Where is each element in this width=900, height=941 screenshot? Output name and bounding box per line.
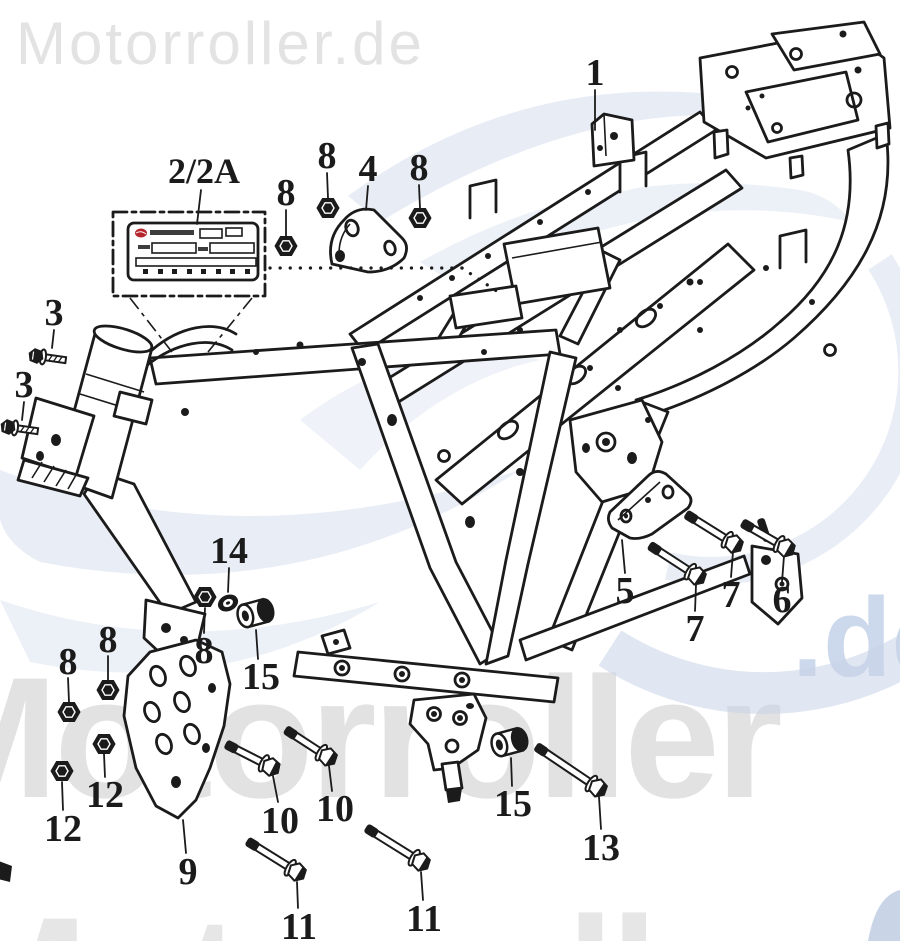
callout-10: 10 [224,740,299,842]
callout-7: 7 [684,510,744,616]
part-number-label: 8 [410,147,429,189]
rubber-bushing [490,726,529,758]
callout-3: 3 [28,292,68,366]
callout-11: 11 [245,837,317,941]
part-number-label: 8 [277,172,296,214]
plate-logo [135,228,147,238]
callout-9: 9 [179,819,198,893]
frame-rear-loop [634,132,890,420]
bracket-part-1 [590,112,636,168]
callout-15: 15 [490,726,532,825]
part-number-label: 14 [210,530,248,572]
part-number-label: 10 [316,788,354,830]
part-number-label: 9 [179,851,198,893]
callout-12: 12 [44,761,82,850]
callout-11: 11 [364,824,442,940]
flange-bolt [534,743,609,798]
vin-plate [111,210,500,353]
callout-6: 6 [740,519,796,621]
callout-4: 4 [359,148,378,211]
part-number-label: 8 [318,135,337,177]
frame-rivets [0,189,837,882]
part-number-label: 12 [86,774,124,816]
hex-bolt [28,348,68,366]
flange-bolt [283,726,338,767]
callout-13: 13 [534,743,620,869]
callout-8: 8 [408,147,432,228]
part-number-label: 8 [195,630,214,672]
hex-bolt [0,419,40,437]
bracket-part-9 [122,638,232,820]
part-number-label: 15 [242,656,280,698]
part-number-label: 13 [582,827,620,869]
part-number-label: 6 [773,579,792,621]
flange-nut [92,734,116,754]
part-number-label: 3 [15,364,34,406]
flange-bolt [245,837,307,882]
flange-bolt [224,740,281,777]
part-number-label: 7 [722,574,741,616]
part-number-label: 11 [281,906,317,941]
callout-2-2A: 2/2A [168,151,240,225]
frame-steering-head [16,324,207,680]
part-number-label: 1 [586,52,605,94]
part-number-label: 8 [59,641,78,683]
callout-8: 8 [274,172,298,256]
frame-lower-bracket [408,692,488,803]
part-number-label: 5 [616,570,635,612]
callout-12: 12 [86,734,124,816]
frame-illustration [0,20,892,882]
callout-8: 8 [57,641,81,722]
flange-nut [408,208,432,228]
washer [217,594,239,612]
flange-nut [316,198,340,218]
part-number-label: 2/2A [168,151,240,191]
flange-nut [57,702,81,722]
part-number-label: 11 [406,898,442,940]
callout-5: 5 [616,539,635,612]
bracket-part-5 [607,470,693,540]
callout-7: 7 [647,541,707,650]
bracket-part-4 [329,207,408,274]
rubber-bushing [236,597,275,629]
plate-rivet-dots [143,269,250,274]
part-number-label: 10 [261,800,299,842]
part-number-label: 4 [359,148,378,190]
part-number-label: 8 [99,619,118,661]
callout-8: 8 [193,587,217,672]
flange-nut [193,587,217,607]
callout-3: 3 [0,364,40,437]
part-number-label: 3 [45,292,64,334]
flange-bolt [364,824,431,872]
part-number-label: 12 [44,808,82,850]
callout-8: 8 [96,619,120,700]
flange-bolt [647,541,707,586]
part-number-label: 15 [494,783,532,825]
frame-rear-rack [698,20,892,180]
callout-8: 8 [316,135,340,218]
flange-bolt [740,519,796,558]
callout-14: 14 [210,530,248,612]
callout-1: 1 [586,52,605,131]
flange-bolt [684,510,744,554]
flange-nut [96,680,120,700]
part-number-label: 7 [686,608,705,650]
flange-nut [50,761,74,781]
callout-10: 10 [283,726,354,830]
callout-15: 15 [236,597,280,698]
flange-nut [274,236,298,256]
